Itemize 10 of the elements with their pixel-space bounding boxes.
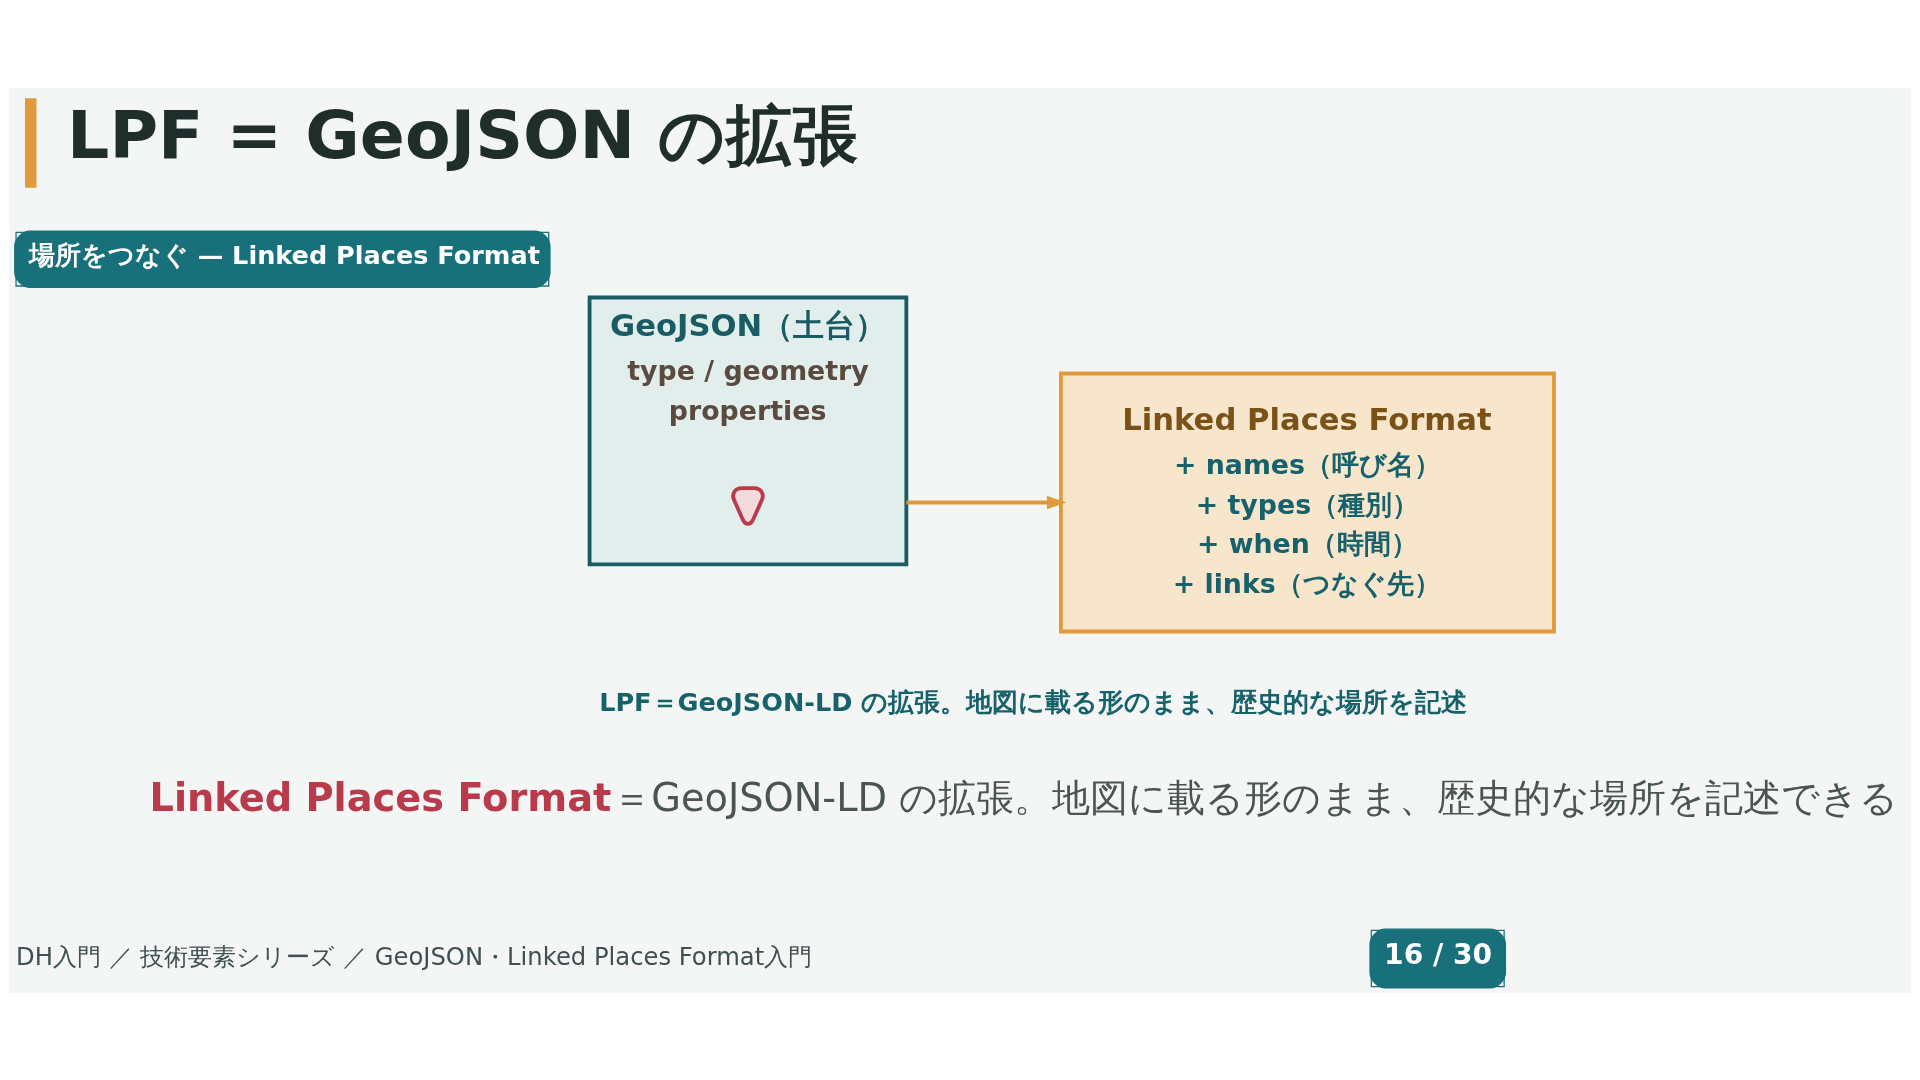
node-pin	[731, 485, 765, 526]
diagram-title: LPF = GeoJSON の拡張	[67, 95, 859, 174]
label: Linked Places Format＝GeoJSON-LD の拡張。地図に載る形のまま、歴史的な場所を記述できる	[149, 774, 1899, 820]
caption: LPF＝GeoJSON-LD の拡張。地図に載る形のまま、歴史的な場所を記述	[599, 686, 1468, 717]
label: DH入門 ／ 技術要素シリーズ ／ GeoJSON・Linked Places Format入門	[16, 941, 813, 971]
cluster: GeoJSON（土台） type / geometry properties	[587, 295, 909, 566]
arrow	[906, 495, 1067, 509]
label: 16 / 30	[1384, 937, 1493, 971]
node-box: Linked Places Format + names（呼び名） + types（種別） + when（時間） + links（つなぐ先）	[1059, 371, 1556, 633]
label: 場所をつなぐ — Linked Places Format	[28, 239, 540, 270]
